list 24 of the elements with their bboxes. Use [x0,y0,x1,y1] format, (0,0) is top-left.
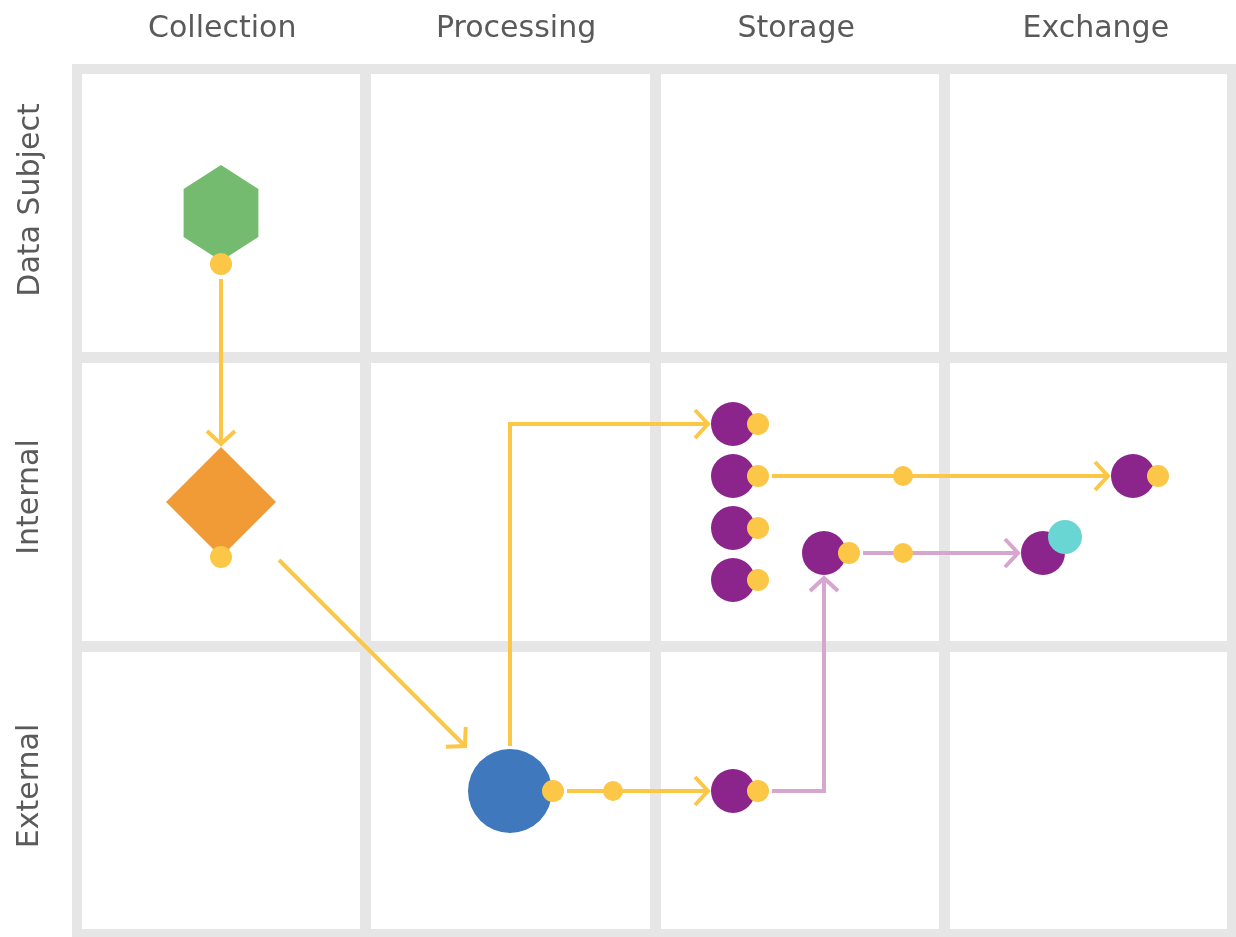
circle-node [801,530,861,576]
circle-node [710,505,770,551]
circle-node [467,748,565,834]
diamond-node [165,446,277,569]
arrow [205,279,237,446]
arrow [277,558,468,749]
row-header: Data Subject [13,103,44,297]
column-header: Collection [148,12,297,42]
arrow [772,460,1110,492]
arrow [772,576,840,793]
arrow [567,775,710,807]
arrow [863,538,1020,569]
arrow [508,408,710,746]
column-header: Storage [737,12,855,42]
circle-node [1110,453,1170,499]
column-header: Processing [436,12,597,42]
circle-node [710,453,770,499]
circle-node [710,557,770,603]
circle-node [710,768,770,814]
column-header: Exchange [1022,12,1170,42]
circle-node [710,401,770,447]
circle-node [1020,519,1082,576]
row-header: External [13,723,44,849]
row-header: Internal [12,439,43,555]
